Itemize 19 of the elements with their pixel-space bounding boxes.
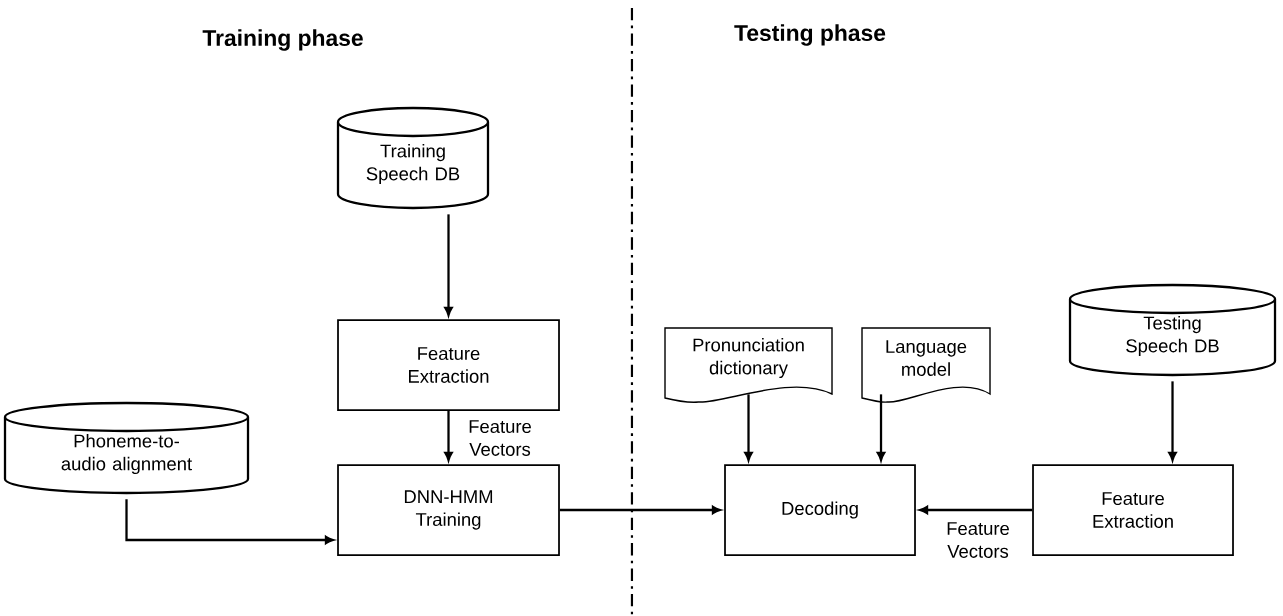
process-box: Feature Extraction bbox=[1032, 464, 1234, 556]
process-box: DNN-HMM Training bbox=[337, 464, 560, 556]
arrow bbox=[559, 505, 722, 515]
process-box: Decoding bbox=[724, 464, 916, 556]
process-box: Feature Extraction bbox=[337, 319, 560, 411]
phase-title: Training phase bbox=[202, 29, 363, 51]
arrow bbox=[444, 410, 453, 462]
database-cylinder: Phoneme-to-audio alignment bbox=[3, 401, 250, 495]
database-cylinder: Testing Speech DB bbox=[1068, 283, 1277, 377]
arrow bbox=[1168, 381, 1177, 462]
arrow bbox=[444, 214, 453, 317]
arrow bbox=[876, 394, 886, 462]
edge-label: Feature Vectors bbox=[947, 522, 1009, 558]
arrow bbox=[918, 505, 1033, 515]
arrow bbox=[125, 499, 335, 545]
database-cylinder: Training Speech DB bbox=[336, 106, 490, 210]
edge-label: Feature Vectors bbox=[469, 420, 531, 456]
phase-title: Testing phase bbox=[734, 24, 886, 46]
arrow bbox=[744, 394, 753, 462]
